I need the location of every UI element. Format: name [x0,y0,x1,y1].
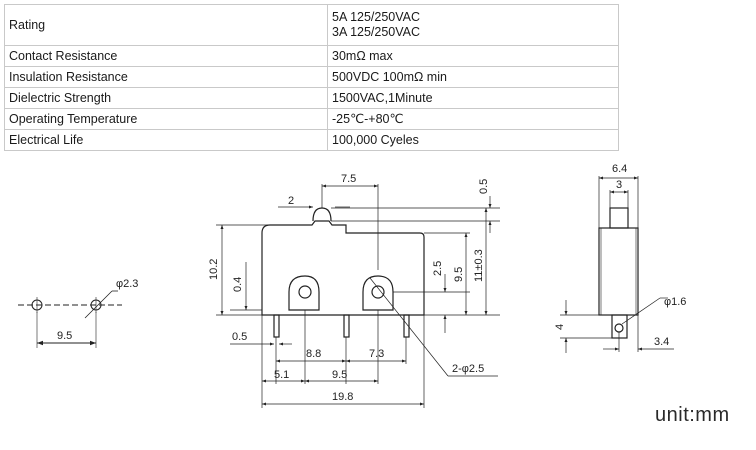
actuator-button [312,207,332,222]
pcb-hole-pattern [18,290,122,348]
spec-row-insulation-resistance: Insulation Resistance 500VDC 100mΩ min [4,66,619,88]
side-pin-length-label: 4 [554,324,566,330]
side-body [598,227,639,316]
side-pin [611,314,628,339]
pcb-spacing-label: 9.5 [57,330,72,342]
dim-pin-thickness: 0.5 [232,331,247,343]
spec-row-contact-resistance: Contact Resistance 30mΩ max [4,45,619,67]
dim-hole-height: 2.5 [432,261,444,276]
spec-row-rating: Rating 5A 125/250VAC 3A 125/250VAC [4,4,619,46]
mount-hole-left [288,275,320,311]
dim-pin-pitch-right: 7.3 [369,348,384,360]
side-actuator [609,207,629,229]
spec-label: Operating Temperature [4,108,328,130]
mount-hole-right [362,275,394,311]
dim-total-height: 11±0.3 [473,249,485,282]
dim-pin-offset-left: 5.1 [274,369,289,381]
spec-label: Rating [4,4,328,46]
dim-actuator-height: 0.5 [478,179,490,194]
pin-2 [343,314,350,338]
dim-hole-to-top: 9.5 [453,267,465,282]
switch-side-view [598,207,639,339]
dim-pin-offset: 0.4 [232,277,244,292]
dim-actuator-offset: 2 [288,195,294,207]
pin-1 [273,314,280,338]
spec-value: 100,000 Cyeles [327,129,619,151]
switch-front-view [261,207,425,338]
dim-pin-pitch-left: 8.8 [306,348,321,360]
dim-pin-span: 9.5 [332,369,347,381]
spec-label: Insulation Resistance [4,66,328,88]
spec-value-line: 5A 125/250VAC [332,10,421,24]
spec-value: 5A 125/250VAC 3A 125/250VAC [327,4,619,46]
spec-value-line: 3A 125/250VAC [332,25,421,39]
side-dimensions [560,176,674,353]
spec-value: -25℃-+80℃ [327,108,619,130]
pin-3 [403,314,410,338]
dim-mount-holes: 2-φ2.5 [452,363,484,375]
dim-length: 19.8 [332,391,353,403]
dim-height: 10.2 [208,259,220,280]
spec-row-electrical-life: Electrical Life 100,000 Cyeles [4,129,619,151]
pcb-hole-dia-label: φ2.3 [116,278,138,290]
side-pin-offset-label: 3.4 [654,336,669,348]
spec-row-operating-temperature: Operating Temperature -25℃-+80℃ [4,108,619,130]
side-width-label: 6.4 [612,163,627,175]
switch-body [261,220,425,316]
side-pin-hole-label: φ1.6 [664,296,686,308]
dim-top-offset: 7.5 [341,173,356,185]
spec-label: Electrical Life [4,129,328,151]
unit-label: unit:mm [655,404,730,426]
front-dimensions [216,184,500,408]
side-actuator-width-label: 3 [616,179,622,191]
spec-table: Rating 5A 125/250VAC 3A 125/250VAC Conta… [4,4,619,151]
